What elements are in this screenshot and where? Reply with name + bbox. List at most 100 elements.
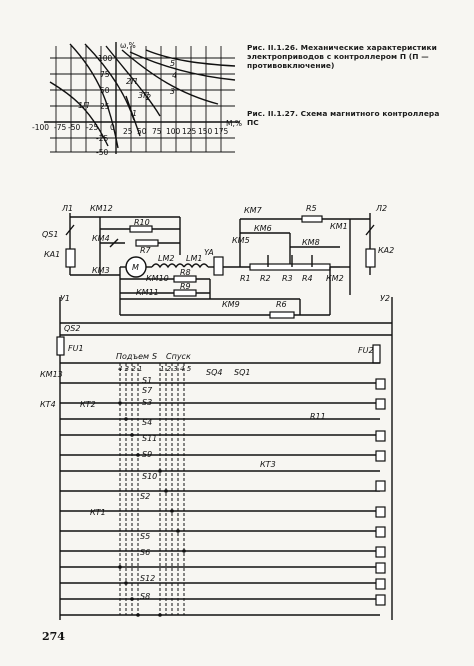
x-tick: 125 [182,127,197,136]
x-tick: 25 [123,127,133,136]
label-down: Спуск [166,352,191,361]
fu2-fuse [372,344,381,364]
x-tick: -25 [86,123,98,132]
label-km2: КМ2 [326,274,344,283]
label-r4: R4 [302,274,313,283]
label-km1: КМ1 [330,222,348,231]
label-s11: S11 [142,434,157,443]
label-km12: КМ12 [90,204,113,213]
y-tick: -25 [96,134,108,143]
label-s2: S2 [140,492,150,501]
x-tick: 100 [166,127,181,136]
label-km7: КМ7 [244,206,263,215]
label-s7: S7 [142,386,153,395]
curve-label: 2 [146,93,151,102]
label-km11: КМ11 [136,288,159,297]
curve-label: 1П [78,101,89,110]
label-kt4: КТ4 [40,400,56,409]
x-tick: -50 [68,123,80,132]
label-r2: R2 [260,274,271,283]
curve-label: 4 [172,71,177,80]
label-ya: YA [204,248,214,257]
label-s12: S12 [140,574,155,583]
y-unit: ω,% [120,41,136,50]
label-sq1: SQ1 [234,368,250,377]
label-fu2: FU2 [358,346,374,355]
label-km10: КМ10 [146,274,169,283]
label-km13: КМ13 [40,370,63,379]
label-u2: У2 [380,294,390,303]
resistor-r1-r4 [249,263,331,271]
label-r1: R1 [240,274,251,283]
label-s5: S5 [140,532,150,541]
label-s4: S4 [142,418,152,427]
label-fu1: FU1 [68,344,84,353]
label-qs1: QS1 [42,230,58,239]
y-tick: 75 [100,70,110,79]
label-up: Подъем [116,352,149,361]
label-qs2: QS2 [64,324,80,333]
label-r5: R5 [306,204,317,213]
curve-label: 2П [126,77,137,86]
label-r11: R11 [310,412,326,421]
figure-caption-2: Рис. II.1.27. Схема магнитного контролле… [247,109,440,127]
ya-coil [213,256,224,276]
label-km3: КМ3 [92,266,110,275]
label-s1: S1 [142,376,152,385]
label-r10: R10 [134,218,150,227]
label-l2: Л2 [375,204,387,213]
ka2-coil [365,248,376,268]
label-ka2: КА2 [378,246,394,255]
curve-label: 5 [170,59,175,68]
label-km8: КМ8 [302,238,320,247]
label-kt2: КТ2 [80,400,96,409]
label-s10: S10 [142,472,157,481]
label-km4: КМ4 [92,234,110,243]
figure-caption-1: Рис. II.1.26. Механические характеристик… [247,43,437,70]
y-tick: -50 [96,148,108,156]
label-down-positions: 1 2 3 4 5 [160,365,192,373]
label-sq4: SQ4 [206,368,222,377]
x-tick: 75 [152,127,162,136]
label-m: M [132,263,139,272]
x-tick: 0 [110,123,115,132]
label-r6: R6 [276,300,287,309]
label-kt1: КТ1 [90,508,106,517]
controller-schematic: Л1 Л2 QS1 КА1 КА2 КМ12 R10 КМ4 R7 M LM2 … [40,204,394,620]
label-r8: R8 [180,268,191,277]
label-r9: R9 [180,282,191,291]
label-up-positions: 4 3 2 1 [118,365,143,373]
label-km6: КМ6 [254,224,272,233]
curve-label: 3П [138,91,149,100]
ka1-coil [65,248,76,268]
label-s9: S9 [142,450,152,459]
x-tick: 150 [198,127,213,136]
x-tick: 50 [137,127,147,136]
label-km9: КМ9 [222,300,240,309]
label-lm2: LM2 [158,254,174,263]
label-km5: КМ5 [232,236,250,245]
label-s8: S8 [140,592,150,601]
label-s6: S6 [140,548,150,557]
x-unit: M,% [226,119,242,128]
y-tick: 50 [100,86,110,95]
label-ka1: КА1 [44,250,60,259]
x-tick: 175 [214,127,229,136]
label-r3: R3 [282,274,293,283]
x-tick: -100 [32,123,49,132]
y-tick: 100 [98,54,113,63]
label-s3: S3 [142,398,152,407]
label-s: S [152,352,157,361]
curve-label: 3 [170,87,175,96]
curve-label: 1 [132,109,137,118]
x-tick: -75 [54,123,66,132]
y-tick: 25 [100,102,110,111]
label-kt3: КТ3 [260,460,276,469]
fu1-fuse [56,336,65,356]
label-r7: R7 [140,246,152,255]
label-lm1: LM1 [186,254,202,263]
label-l1: Л1 [61,204,73,213]
label-u1: У1 [60,294,70,303]
page-number: 274 [42,630,65,643]
